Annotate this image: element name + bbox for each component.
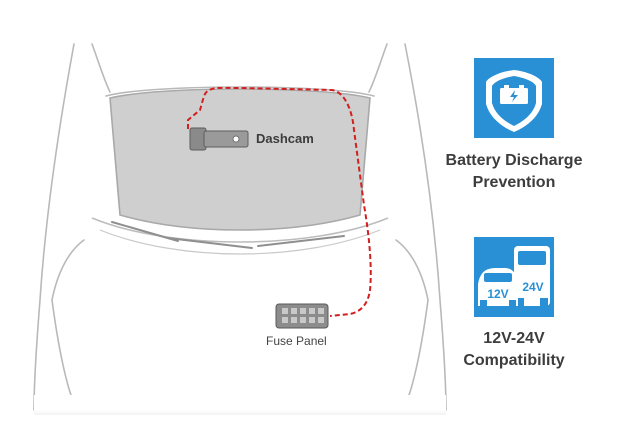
feature-battery-text: Battery Discharge Prevention [414, 150, 614, 194]
feature-voltage-line2: Compatibility [463, 352, 565, 369]
car-voltage-badge: 12V [487, 287, 508, 301]
dashcam-label: Dashcam [256, 131, 314, 146]
truck-voltage-badge: 24V [522, 280, 543, 294]
feature-voltage-line1: 12V-24V [483, 330, 545, 347]
feature-battery-line1: Battery Discharge [445, 152, 583, 169]
battery-shield-icon [474, 58, 554, 138]
feature-battery-line2: Prevention [472, 174, 556, 191]
feature-voltage-text: 12V-24V Compatibility [414, 328, 614, 372]
fuse-panel-device [275, 303, 329, 329]
car-bottom-fade [34, 395, 446, 415]
car-body [33, 43, 447, 411]
hood-edge [91, 217, 389, 243]
windshield [109, 88, 371, 231]
hood-inner-edge [99, 229, 381, 255]
power-cable [187, 86, 372, 317]
fuse-panel-label: Fuse Panel [266, 334, 327, 348]
dashcam-device [189, 127, 249, 151]
wipers [111, 221, 345, 249]
vehicles-12v-24v-icon: 12V 24V [474, 237, 554, 317]
